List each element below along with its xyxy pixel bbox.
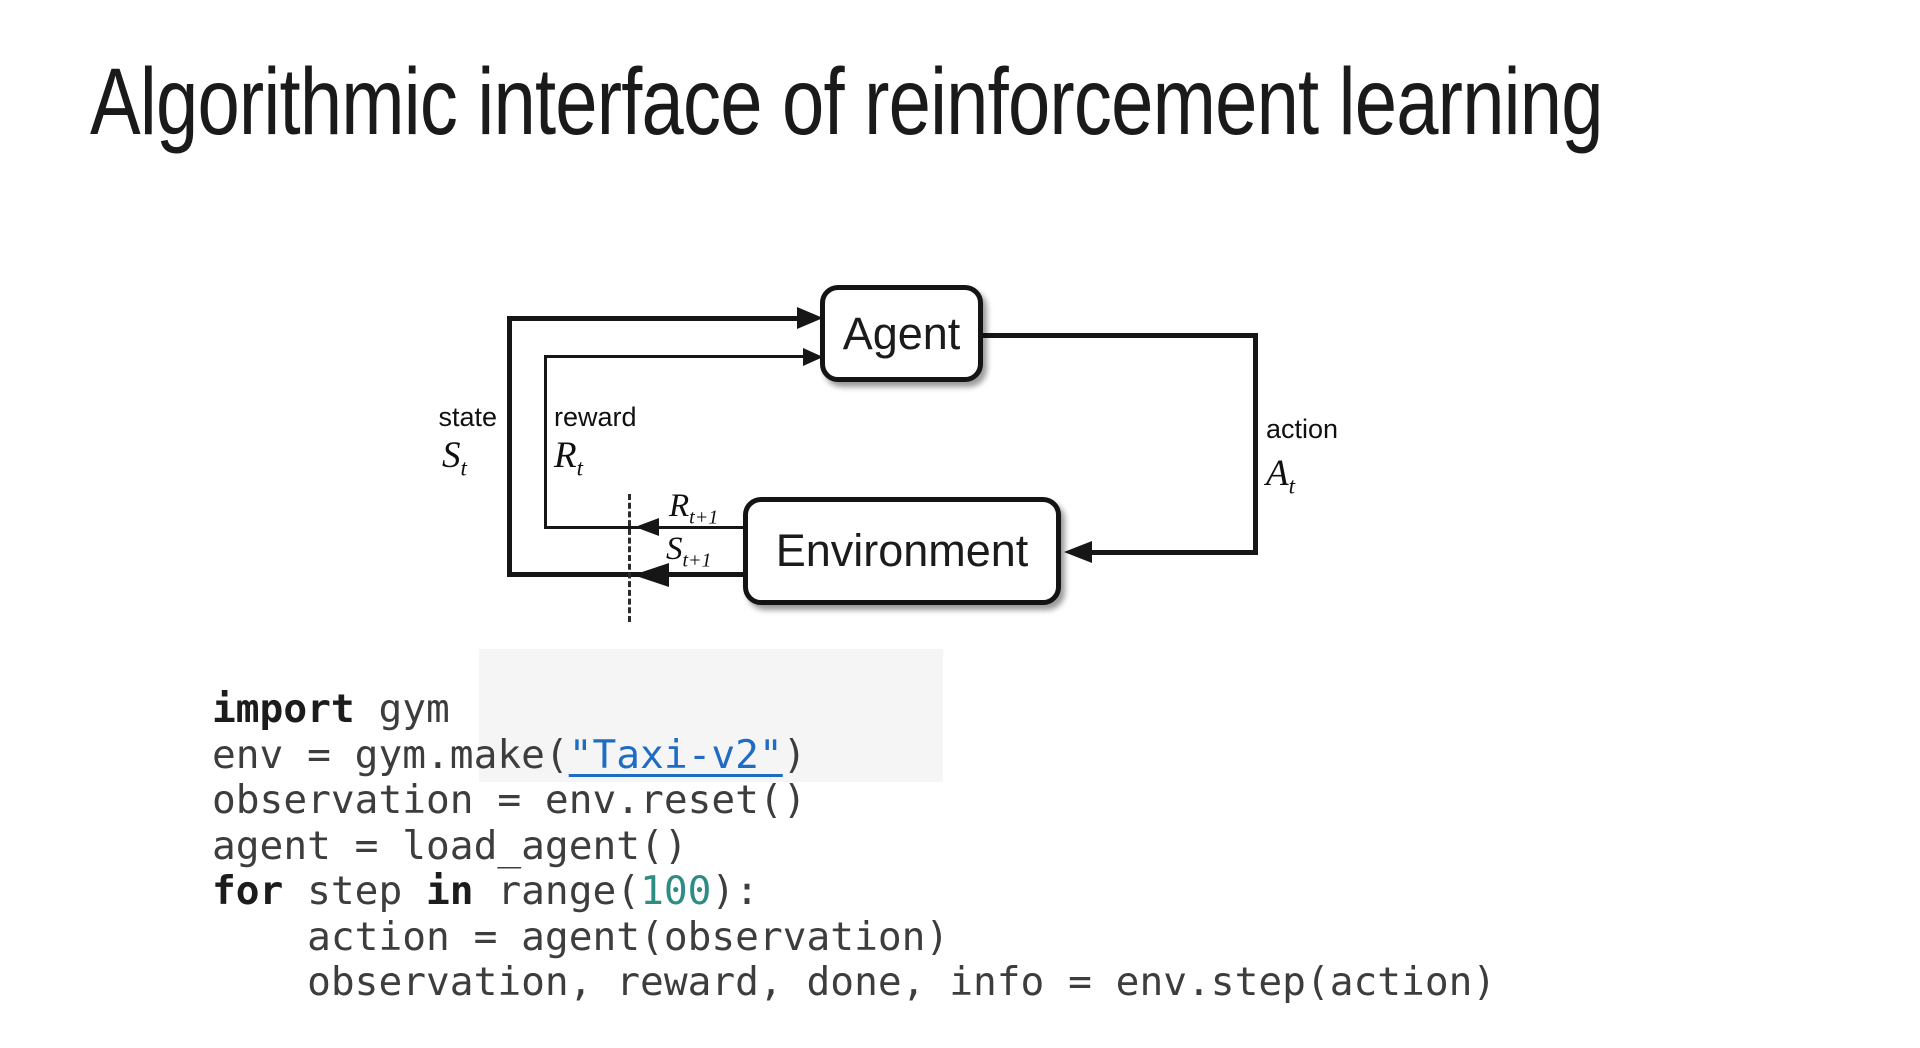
state-line-left [507, 316, 512, 577]
code-token: gym [354, 686, 450, 732]
code-token: observation = env.reset() [212, 777, 807, 823]
timestep-boundary-dashed-line [628, 494, 631, 622]
code-line: observation = env.reset() [212, 777, 1496, 824]
action-arrowhead-into-environment-icon [1064, 541, 1092, 563]
reward-line-left [544, 355, 547, 529]
action-line-top [982, 333, 1258, 338]
code-keyword: for [212, 868, 284, 914]
code-keyword: in [426, 868, 474, 914]
state-symbol: St [442, 435, 467, 481]
agent-box: Agent [820, 285, 983, 382]
state-arrowhead-into-agent-icon [797, 307, 823, 329]
reward-symbol: Rt [554, 435, 583, 481]
action-label: action [1266, 414, 1339, 444]
code-number: 100 [640, 868, 712, 914]
environment-box: Environment [743, 497, 1061, 605]
code-line: agent = load_agent() [212, 822, 1496, 870]
code-line: for step in range(100): [212, 868, 1496, 915]
code-token: step [283, 868, 427, 914]
code-line: import gym [212, 686, 1496, 733]
action-line-bottom [1088, 550, 1258, 555]
taxi-v2-link[interactable]: "Taxi-v2" [568, 731, 783, 778]
state-label: state [438, 402, 497, 432]
next-state-arrowhead-icon [633, 563, 669, 587]
code-token: agent = load_agent() [212, 822, 688, 869]
state-line-bottom [507, 572, 747, 577]
action-symbol: At [1266, 453, 1295, 499]
reward-label: reward [554, 402, 637, 432]
next-reward-arrowhead-icon [635, 518, 659, 536]
state-line-top [507, 316, 800, 321]
environment-box-label: Environment [775, 525, 1029, 576]
code-token: observation, reward, done, info = env.st… [212, 959, 1497, 1005]
agent-box-label: Agent [842, 307, 961, 359]
code-keyword: import [212, 686, 355, 732]
reward-arrowhead-into-agent-icon [803, 348, 823, 366]
code-token: ) [782, 731, 807, 778]
next-reward-symbol: Rt+1 [669, 488, 719, 529]
code-line: env = gym.make("Taxi-v2") [212, 731, 1496, 779]
code-token: env = gym.make( [212, 731, 569, 778]
next-state-symbol: St+1 [666, 531, 712, 572]
code-line: action = agent(observation) [212, 913, 1496, 961]
code-token: range( [473, 868, 641, 914]
code-token: action = agent(observation) [212, 913, 950, 960]
slide-title: Algorithmic interface of reinforcement l… [90, 49, 1603, 155]
action-line-right [1253, 333, 1258, 555]
code-background-artifact [479, 649, 943, 782]
reward-line-top [544, 355, 803, 358]
code-line: observation, reward, done, info = env.st… [212, 959, 1497, 1006]
code-token: ): [711, 868, 759, 914]
